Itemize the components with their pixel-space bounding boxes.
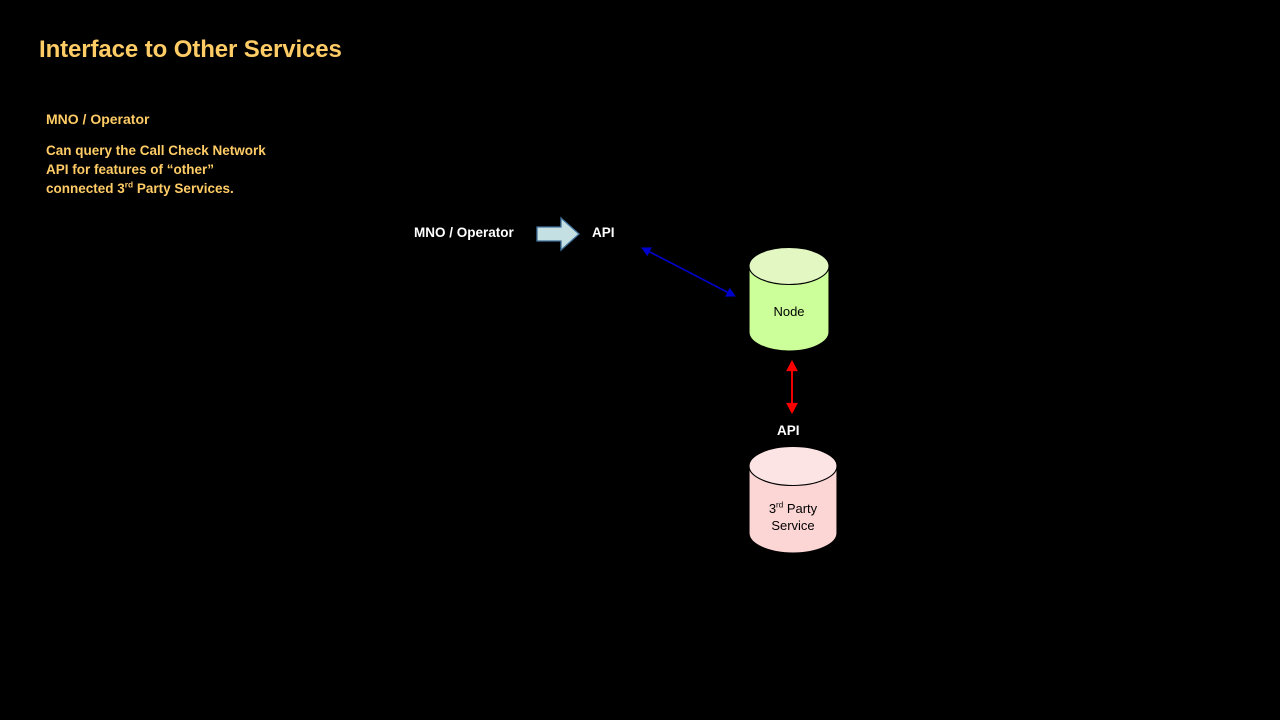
red-double-arrow-icon xyxy=(778,358,806,416)
body-text-line-3: connected 3rd Party Services. xyxy=(46,179,346,198)
body-text-line-3-suffix: Party Services. xyxy=(133,181,234,196)
diagram-label-api-middle: API xyxy=(777,423,800,438)
body-text-line-3-prefix: connected 3 xyxy=(46,181,125,196)
page-title: Interface to Other Services xyxy=(39,36,342,63)
subhead-mno-operator: MNO / Operator xyxy=(46,111,150,127)
block-arrow-right-icon xyxy=(536,216,580,252)
diagram-label-api-top: API xyxy=(592,225,615,240)
body-text-block: Can query the Call Check Network API for… xyxy=(46,141,346,198)
blue-double-arrow-icon xyxy=(636,240,740,304)
diagram-label-mno-operator: MNO / Operator xyxy=(414,225,514,240)
third-party-service-cylinder[interactable]: 3rd Party Service xyxy=(748,445,838,556)
node-cylinder[interactable]: Node xyxy=(748,246,830,352)
body-text-line-2: API for features of “other” xyxy=(46,162,215,177)
body-text-line-1: Can query the Call Check Network xyxy=(46,143,266,158)
body-text-line-3-superscript: rd xyxy=(124,179,134,190)
